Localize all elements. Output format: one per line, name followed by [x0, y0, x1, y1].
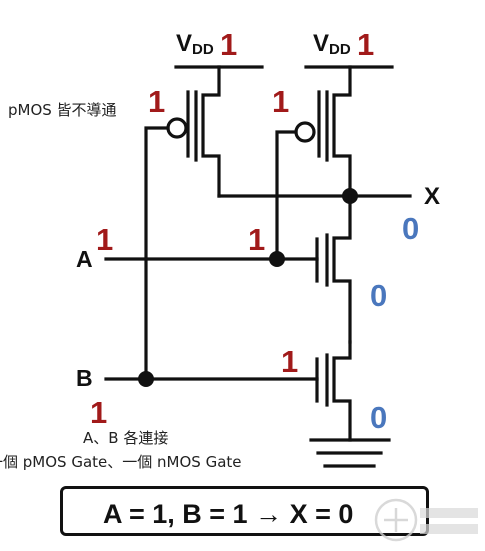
result-equation: A = 1, B = 1 → X = 0 — [103, 499, 354, 529]
mid-node-value: 0 — [370, 278, 388, 313]
nmos-top-gate-value: 1 — [248, 222, 266, 257]
input-b-label: B — [76, 365, 93, 391]
input-a-value: 1 — [96, 222, 114, 257]
pmos-right-transistor — [275, 65, 352, 261]
vdd-label-right: VDD — [313, 30, 351, 58]
input-b-value: 1 — [90, 395, 108, 430]
connection-note-line1: A、B 各連接 — [83, 429, 169, 447]
pmos-note: pMOS 皆不導通 — [8, 101, 117, 119]
output-node-value: 0 — [402, 211, 420, 246]
output-x-label: X — [424, 183, 441, 210]
pmos-right-gate-value: 1 — [272, 84, 290, 119]
bottom-node-value: 0 — [370, 400, 388, 435]
nmos-bottom-transistor — [104, 340, 352, 442]
nmos-top-transistor — [104, 194, 352, 344]
result-box: A = 1, B = 1 → X = 0 — [60, 486, 429, 536]
connection-note-line2: 一個 pMOS Gate、一個 nMOS Gate — [0, 453, 242, 471]
ground-symbol — [309, 438, 391, 468]
pmos-left-transistor — [144, 65, 221, 380]
vdd-right-value: 1 — [357, 27, 375, 62]
input-a-label: A — [76, 246, 93, 272]
vdd-label-left: VDD — [176, 30, 214, 58]
nmos-bottom-gate-value: 1 — [281, 344, 299, 379]
vdd-left-value: 1 — [220, 27, 238, 62]
pmos-left-gate-value: 1 — [148, 84, 166, 119]
